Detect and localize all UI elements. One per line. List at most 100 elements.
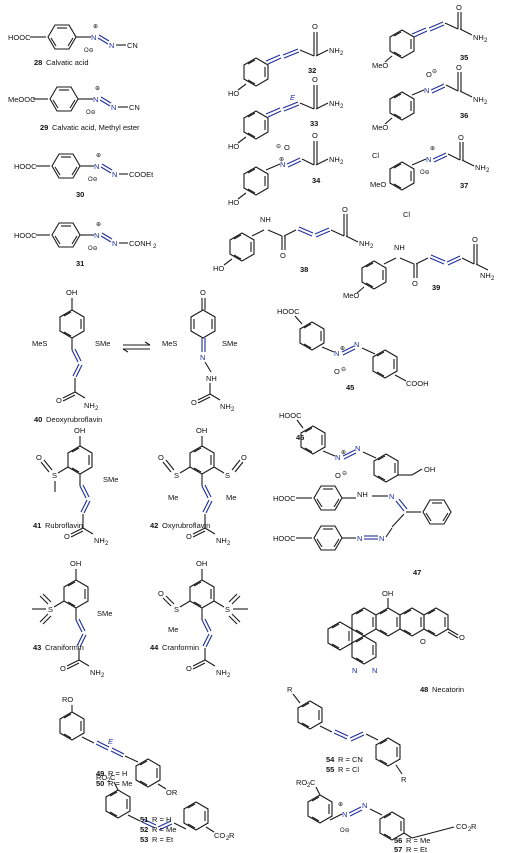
nitrogen-label: N [362, 801, 367, 810]
minus-charge: ⊖ [432, 69, 437, 75]
amine-label: NH [329, 99, 340, 108]
compound-name: Calvatic acid [46, 58, 89, 67]
oxygen-label: O [284, 143, 290, 152]
substituent-label: HOOC [14, 231, 37, 240]
compound-49-50: RO E OR 49 R = H 50 R = Me [59, 695, 178, 797]
compound-29: MeOOC N ⊕ O⊖ N CN 29 Calvatic acid, Meth… [8, 86, 140, 132]
compound-43: OH S SMe O NH 2 43 Craniformin [32, 559, 112, 679]
compound-number: 46 [296, 433, 304, 442]
substituent-label: HOOC [14, 162, 37, 171]
substituent-label: MeO [372, 123, 388, 132]
isomer-label: E [108, 737, 114, 746]
nitrogen-label: N [94, 162, 99, 171]
compound-number: 30 [76, 190, 84, 199]
ester-label: COOEt [129, 170, 154, 179]
compound-name: Craniformin [45, 643, 84, 652]
subscript-2: 2 [486, 168, 490, 174]
nitrogen-label: N [379, 534, 384, 543]
oxygen-label: O [412, 279, 418, 288]
r-group-definition: R = Me [108, 779, 132, 788]
nitrogen-label: N [352, 666, 357, 675]
compound-number: 28 [34, 58, 42, 67]
compound-41: OH S O SMe O NH 2 41 Rubroflavin [33, 426, 118, 547]
compound-number: 56 [394, 836, 402, 845]
compound-number: 33 [310, 119, 318, 128]
methyl-label: Me [168, 493, 178, 502]
nh-label: NH [260, 215, 271, 224]
oxygen-label: O [186, 532, 192, 541]
substituent-label: HO [213, 264, 224, 273]
sulfur-label: S [52, 471, 57, 480]
methyl-label: Me [226, 493, 236, 502]
subscript-2: 2 [340, 160, 344, 166]
compound-name: Calvatic acid, Methyl ester [52, 123, 140, 132]
compound-45: HOOC N ⊕ O ⊖ N COOH 45 [277, 307, 429, 392]
oxygen-label: O [426, 70, 432, 79]
oxygen-label: O [312, 75, 318, 84]
compound-51-53: RO 2 C CO 2 R 51 R = H 52 R = Me 53 R = … [96, 773, 235, 844]
substituent-label: HO [228, 142, 239, 151]
compound-35: MeO O NH 2 35 [372, 3, 488, 70]
nh-label: NH [357, 490, 368, 499]
plus-charge: ⊕ [93, 24, 98, 30]
oxygen-label: O [56, 396, 62, 405]
nitrogen-label: N [112, 239, 117, 248]
oxygen-label: O [280, 251, 286, 260]
plus-charge: ⊕ [430, 146, 435, 152]
oxygen-label: O [456, 3, 462, 12]
minus-charge: ⊖ [276, 144, 281, 150]
compound-number: 31 [76, 259, 84, 268]
substituent-label: MeO [372, 61, 388, 70]
r-group-definition: R = Et [152, 835, 174, 844]
ester-label: CO [214, 831, 225, 840]
amine-label: NH [329, 155, 340, 164]
substituent-label: RO [296, 778, 307, 787]
methyl-label: Me [168, 625, 178, 634]
r-group-definition: R = Et [406, 845, 428, 853]
compound-name: Necatorin [432, 685, 464, 694]
subscript-2: 2 [107, 778, 111, 784]
carbamoyl-label: CONH [129, 239, 151, 248]
amine-label: NH [473, 33, 484, 42]
compound-number: 53 [140, 835, 148, 844]
oxygen-label: O [60, 664, 66, 673]
compound-number: 32 [308, 66, 316, 75]
subscript-2: 2 [231, 407, 235, 413]
substituent-label: R [287, 685, 293, 694]
oxide-label: O⊖ [340, 828, 350, 834]
compound-39: MeO NH O O NH 2 39 [343, 235, 495, 300]
subscript-2: 2 [484, 38, 488, 44]
amine-label: NH [216, 536, 227, 545]
thioether-label: MeS [162, 339, 177, 348]
substituent-label: HOOC [273, 494, 296, 503]
chloro-label: Cl [372, 151, 379, 160]
compound-number: 45 [346, 383, 354, 392]
thioether-label: MeS [32, 339, 47, 348]
oxide-label: O⊖ [88, 177, 98, 183]
compound-number: 40 [34, 415, 42, 424]
subscript-2: 2 [340, 51, 344, 57]
substituent-label: MeOOC [8, 95, 36, 104]
plus-charge: ⊕ [338, 802, 343, 808]
oxide-label: O⊖ [420, 170, 430, 176]
carbon-label: C [310, 778, 316, 787]
compound-42: OH S O Me S O Me O NH 2 42 Oxyrubroflavi… [150, 426, 247, 547]
nitrogen-label: N [112, 170, 117, 179]
substituent-label: HOOC [8, 33, 31, 42]
oxygen-label: O [472, 235, 478, 244]
compound-30: HOOC N ⊕ O⊖ N COOEt 30 [14, 153, 154, 199]
substituent-label: HO [228, 89, 239, 98]
compound-number: 51 [140, 815, 148, 824]
plus-charge: ⊕ [95, 86, 100, 92]
compound-number: 41 [33, 521, 41, 530]
oxygen-label: O [158, 589, 164, 598]
compound-number: 48 [420, 685, 428, 694]
compound-number: 38 [300, 265, 308, 274]
compound-44: OH S O Me S O NH 2 44 Cranformin [150, 559, 248, 679]
compound-number: 43 [33, 643, 41, 652]
nh-label: NH [206, 374, 217, 383]
hydroxyl-label: OH [424, 465, 435, 474]
plus-charge: ⊕ [341, 450, 346, 456]
ester-label: CO [456, 822, 467, 831]
substituent-label: RO [96, 773, 107, 782]
